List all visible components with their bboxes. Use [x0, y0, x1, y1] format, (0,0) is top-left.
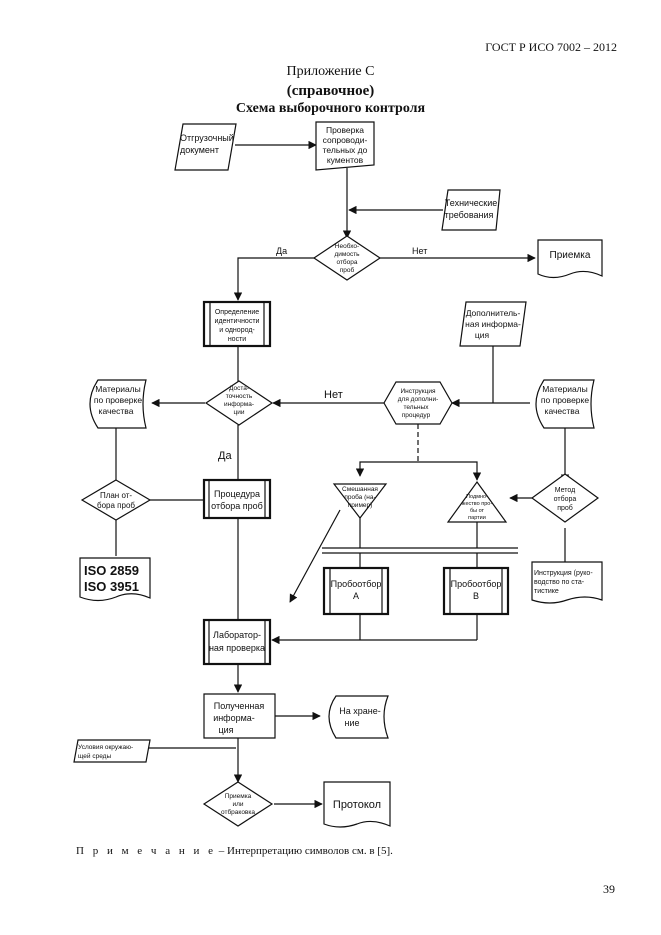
appendix-title: Приложение С [286, 64, 375, 79]
svg-text:Лаборатор-ная проверка: Лаборатор-ная проверка [209, 630, 265, 653]
node-text: документ [180, 145, 219, 155]
shape-shipping-document: Отгрузочный документ [174, 123, 237, 171]
edge-label-no: Нет [412, 246, 427, 256]
note-text: – Интерпретацию символов см. в [5]. [216, 845, 393, 857]
svg-text:Условия окружаю-щей среды: Условия окружаю-щей среды [78, 744, 133, 760]
connectors [115, 140, 570, 809]
footnote: П р и м е ч а н и е – Интерпретацию симв… [76, 845, 393, 857]
svg-text:План от-бора проб: План от-бора проб [97, 491, 135, 510]
shape-additional-info: Дополнитель-ная информа-ция [459, 301, 527, 347]
decision-sampling-plan: План от-бора проб [80, 479, 152, 521]
svg-text:Протокол: Протокол [333, 799, 381, 811]
node-text: Отгрузочный [180, 133, 234, 143]
edge-label-no: Нет [324, 389, 343, 401]
shape-environment-conditions: Условия окружаю-щей среды [73, 739, 151, 763]
svg-text:Приемка: Приемка [550, 250, 591, 261]
document-statistics-instruction: Инструкция (руко-водство по ста-тистике [531, 561, 603, 604]
appendix-kind: (справочное) [286, 83, 375, 99]
process-laboratory-check: Лаборатор-ная проверка [202, 618, 272, 666]
page-number: 39 [603, 882, 615, 896]
scheme-title: Схема выборочного контроля [235, 101, 426, 116]
document-protocol: Протокол [323, 781, 391, 828]
standard-header: ГОСТ Р ИСО 7002 – 2012 [485, 40, 617, 54]
note-label: П р и м е ч а н и е [76, 845, 216, 857]
edge-label-yes: Да [218, 450, 232, 462]
svg-text:Инструкция (руко-водство по ст: Инструкция (руко-водство по ста-тистике [534, 570, 593, 595]
svg-text:На хране-ние: На хране-ние [339, 706, 381, 728]
shape-acceptance: Приемка [537, 239, 603, 279]
storage-keeping: На хране-ние [328, 695, 389, 739]
edge-label-yes: Да [276, 246, 287, 256]
svg-text:Дополнитель-ная информа-ция: Дополнитель-ная информа-ция [465, 308, 521, 340]
